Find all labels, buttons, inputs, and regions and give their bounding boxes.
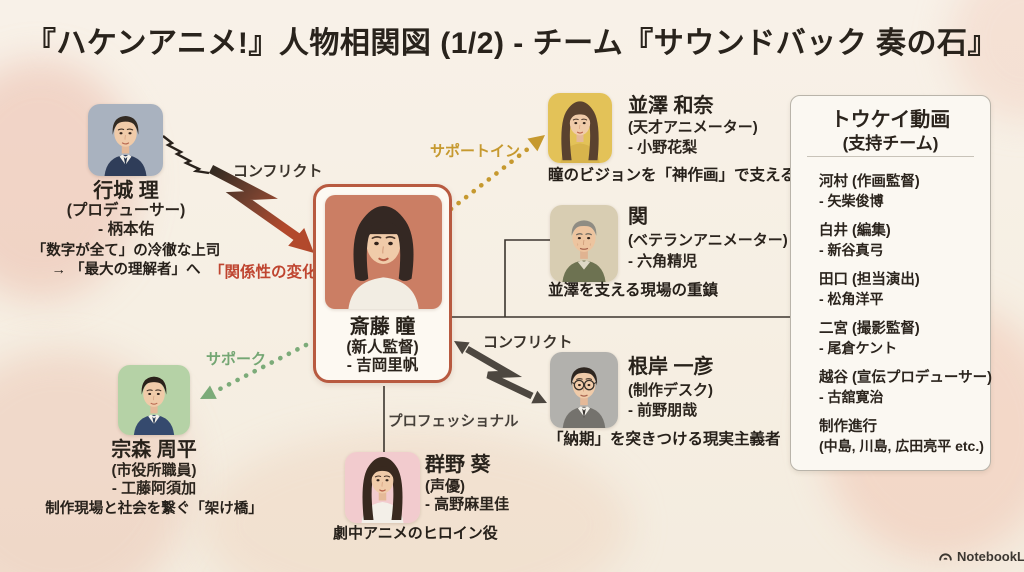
member-actor: - 古舘寛治 — [819, 389, 884, 405]
munemori-name: 宗森 周平 — [111, 439, 197, 461]
tokei-douga-card: トウケイ動画 (支持チーム) 河村 (作画監督) - 矢柴俊博 白井 (編集) … — [790, 95, 992, 471]
conflict-arrow-saito-negishi — [454, 341, 547, 404]
support-label: サポーク — [206, 351, 267, 368]
professional-label: プロフェッショナル — [388, 414, 519, 430]
munemori-actor: - 工藤阿須加 — [111, 480, 197, 497]
saito-avatar — [325, 195, 442, 309]
gunno-photo — [345, 452, 420, 523]
gunno-role: (声優) — [425, 478, 465, 495]
tokei-member-list: 河村 (作画監督) - 矢柴俊博 白井 (編集) - 新谷真弓 田口 (担当演出… — [819, 173, 992, 467]
support-in-arrow — [448, 135, 545, 212]
yukishiro-actor: - 柄本佑 — [98, 221, 154, 238]
conflict-bottom-label: コンフリクト — [483, 334, 573, 351]
member-name-role: 制作進行 — [819, 419, 877, 435]
munemori-desc: 制作現場と社会を繋ぐ「架け橋」 — [45, 501, 263, 517]
munemori-role: (市役所職員) — [111, 462, 197, 479]
seki-actor: - 六角精児 — [628, 253, 698, 270]
namisawa-desc: 瞳のビジョンを「神作画」で支える — [548, 167, 796, 184]
saito-photo — [325, 195, 442, 309]
seki-avatar — [550, 205, 618, 282]
gunno-name: 群野 葵 — [425, 454, 491, 476]
member-name-role: 河村 (作画監督) — [819, 174, 920, 190]
support-arrow — [200, 342, 309, 399]
notebooklm-logo-icon — [939, 553, 952, 561]
conflict-arrow-yukishiro-saito — [162, 135, 314, 253]
member-name-role: 二宮 (撮影監督) — [819, 321, 920, 337]
saito-card: 斎藤 瞳 (新人監督) - 吉岡里帆 — [313, 184, 452, 383]
member-name-role: 白井 (編集) — [819, 223, 891, 239]
gunno-desc: 劇中アニメのヒロイン役 — [333, 525, 498, 542]
member-actor: - 新谷真弓 — [819, 242, 884, 258]
saito-name: 斎藤 瞳 — [349, 316, 416, 338]
notebooklm-label: NotebookLM — [957, 549, 1024, 564]
relationship-change-label: 「関係性の変化」 — [209, 264, 334, 281]
tokei-member: 制作進行 (中島, 川島, 広田亮平 etc.) — [819, 418, 992, 456]
support-in-label: サポートイン — [430, 143, 521, 160]
tokei-member: 田口 (担当演出) - 松角洋平 — [819, 271, 992, 309]
gunno-actor: - 高野麻里佳 — [425, 496, 510, 513]
yukishiro-name: 行城 理 — [93, 180, 159, 202]
negishi-actor: - 前野朋哉 — [628, 402, 698, 419]
yukishiro-desc-line2: → 「最大の理解者」へ — [51, 262, 201, 278]
negishi-avatar — [550, 352, 618, 428]
conflict-top-label: コンフリクト — [233, 163, 323, 180]
tokei-member: 白井 (編集) - 新谷真弓 — [819, 222, 992, 260]
tokei-subtitle: (支持チーム) — [842, 134, 939, 153]
negishi-name: 根岸 一彦 — [628, 356, 714, 378]
member-actor: - 矢柴俊博 — [819, 193, 884, 209]
yukishiro-desc-line1: 「数字が全て」の冷徹な上司 — [31, 243, 221, 259]
yukishiro-photo — [88, 104, 163, 176]
member-name-role: 田口 (担当演出) — [819, 272, 920, 288]
munemori-avatar — [118, 365, 190, 435]
namisawa-photo — [548, 93, 612, 163]
yukishiro-role: (プロデューサー) — [66, 202, 186, 219]
member-actor: - 尾倉ケント — [819, 340, 898, 356]
namisawa-actor: - 小野花梨 — [628, 139, 698, 156]
tokei-member: 河村 (作画監督) - 矢柴俊博 — [819, 173, 992, 211]
seki-desc: 並澤を支える現場の重鎮 — [548, 282, 719, 299]
munemori-photo — [118, 365, 190, 435]
seki-photo — [550, 205, 618, 282]
tokei-member: 越谷 (宣伝プロデューサー) - 古舘寛治 — [819, 369, 992, 407]
diagram-title: 『ハケンアニメ!』人物相関図 (1/2) - チーム『サウンドバック 奏の石』 — [25, 27, 999, 60]
tokei-divider — [807, 156, 974, 157]
tokei-title: トウケイ動画 — [830, 109, 951, 131]
namisawa-avatar — [548, 93, 612, 163]
notebooklm-watermark: NotebookLM — [938, 549, 1024, 564]
negishi-photo — [550, 352, 618, 428]
negishi-role: (制作デスク) — [628, 382, 713, 399]
namisawa-name: 並澤 和奈 — [628, 95, 714, 117]
seki-role: (ベテランアニメーター) — [628, 232, 788, 249]
seki-name: 関 — [628, 206, 648, 228]
member-actor: (中島, 川島, 広田亮平 etc.) — [819, 438, 984, 454]
saito-role: (新人監督) — [346, 339, 419, 356]
tokei-member: 二宮 (撮影監督) - 尾倉ケント — [819, 320, 992, 358]
namisawa-role: (天才アニメーター) — [628, 119, 758, 136]
yukishiro-avatar — [88, 104, 163, 176]
negishi-desc: 「納期」を突きつける現実主義者 — [548, 431, 781, 448]
plain-connectors — [383, 239, 790, 452]
member-actor: - 松角洋平 — [819, 291, 884, 307]
saito-actor: - 吉岡里帆 — [346, 357, 419, 374]
member-name-role: 越谷 (宣伝プロデューサー) — [819, 370, 992, 386]
gunno-avatar — [345, 452, 420, 523]
